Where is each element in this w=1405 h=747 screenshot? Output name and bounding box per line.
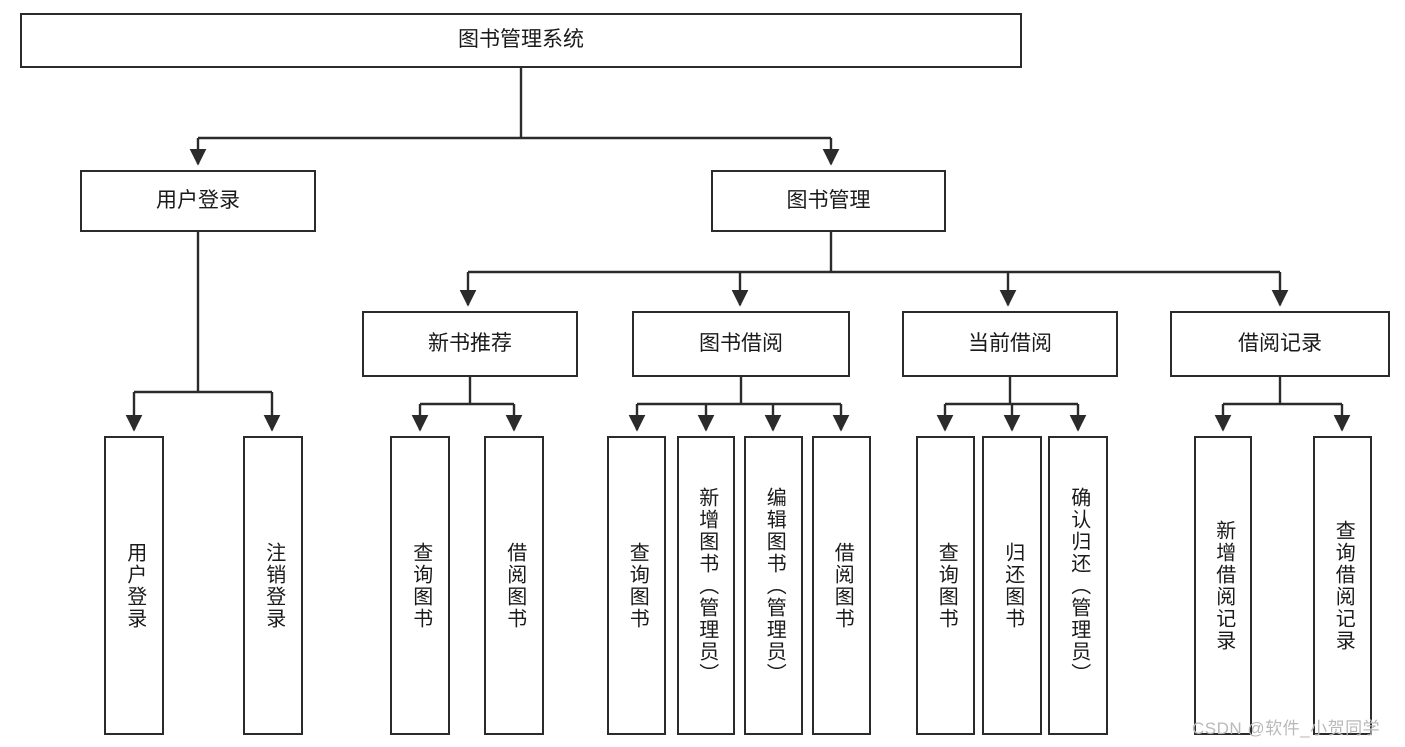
node-current-borrow[interactable]: 当前借阅 [902, 311, 1118, 377]
leaf-borrow-book-recommend[interactable]: 借阅图书 [484, 436, 544, 735]
node-root-system[interactable]: 图书管理系统 [20, 13, 1022, 68]
node-label: 借阅图书 [831, 541, 854, 630]
leaf-query-book-recommend[interactable]: 查询图书 [390, 436, 450, 735]
node-borrow-record[interactable]: 借阅记录 [1170, 311, 1390, 377]
node-label: 归还图书 [1001, 541, 1024, 630]
leaf-add-borrow-record[interactable]: 新增借阅记录 [1194, 436, 1252, 735]
node-label: 查询图书 [935, 541, 958, 630]
node-book-borrow[interactable]: 图书借阅 [632, 311, 850, 377]
node-book-manage[interactable]: 图书管理 [711, 170, 946, 232]
node-label: 确认归还（管理员） [1067, 486, 1090, 685]
leaf-add-book[interactable]: 新增图书（管理员） [677, 436, 735, 735]
leaf-query-borrow-record[interactable]: 查询借阅记录 [1313, 436, 1372, 735]
node-label: 查询图书 [409, 541, 432, 630]
node-new-book-recommend[interactable]: 新书推荐 [362, 311, 578, 377]
leaf-user-login[interactable]: 用户登录 [104, 436, 164, 735]
node-label: 借阅图书 [503, 541, 526, 630]
leaf-return-book[interactable]: 归还图书 [982, 436, 1042, 735]
node-label: 查询图书 [626, 541, 649, 630]
leaf-confirm-return[interactable]: 确认归还（管理员） [1048, 436, 1108, 735]
node-label: 图书管理 [786, 188, 871, 212]
leaf-query-book-current[interactable]: 查询图书 [916, 436, 975, 735]
node-label: 编辑图书（管理员） [763, 486, 786, 685]
node-label: 注销登录 [262, 541, 285, 630]
node-label: 用户登录 [156, 188, 240, 212]
node-label: 用户登录 [123, 541, 146, 630]
node-label: 新增图书（管理员） [695, 486, 718, 685]
node-label: 查询借阅记录 [1332, 519, 1355, 652]
leaf-logout[interactable]: 注销登录 [243, 436, 303, 735]
node-label: 新书推荐 [428, 331, 512, 355]
node-label: 图书管理系统 [458, 28, 584, 52]
leaf-borrow-book[interactable]: 借阅图书 [812, 436, 871, 735]
leaf-query-book-borrow[interactable]: 查询图书 [607, 436, 666, 735]
node-label: 当前借阅 [968, 331, 1052, 355]
csdn-watermark: CSDN @软件_小贺同学 [1192, 719, 1381, 738]
leaf-edit-book[interactable]: 编辑图书（管理员） [744, 436, 803, 735]
node-label: 新增借阅记录 [1212, 519, 1235, 652]
node-label: 图书借阅 [699, 331, 783, 355]
node-label: 借阅记录 [1238, 331, 1322, 355]
node-user-login[interactable]: 用户登录 [80, 170, 316, 232]
